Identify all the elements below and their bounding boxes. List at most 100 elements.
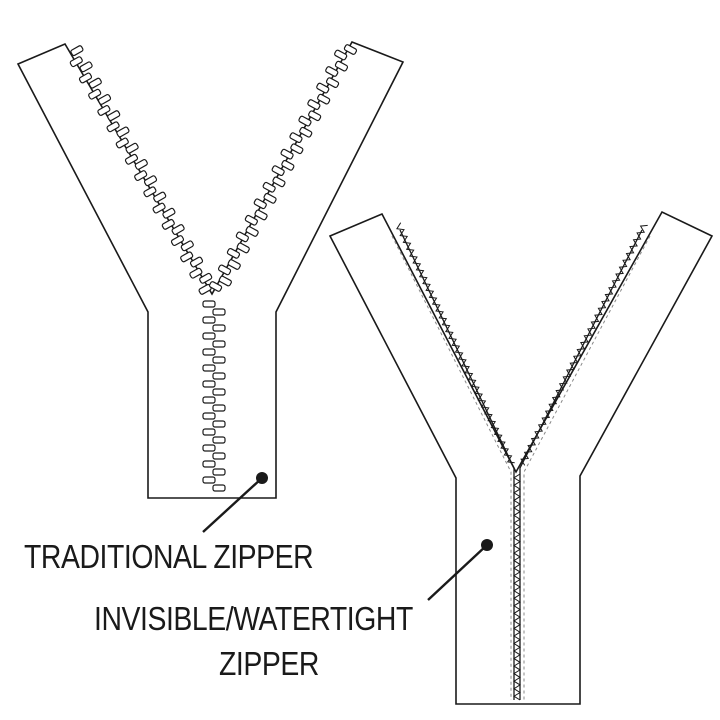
zipper-tooth (212, 404, 226, 412)
zipper-tooth (107, 110, 121, 122)
zipper-tooth (202, 316, 216, 324)
zipper-tooth (134, 170, 148, 182)
zipper-tooth (202, 476, 216, 484)
zipper-tooth (317, 93, 331, 105)
invisible-zipper-edge (399, 229, 643, 700)
zipper-tooth (236, 242, 250, 254)
pointer-invisible (427, 539, 493, 601)
zipper-tooth (212, 308, 226, 316)
zipper-tooth (202, 300, 216, 308)
zipper-tooth (88, 77, 102, 89)
zipper-tooth (212, 436, 226, 444)
zipper-tooth (334, 49, 348, 61)
zipper-tooth (208, 281, 223, 292)
label-invisible-zipper-line1: INVISIBLE/WATERTIGHT (94, 600, 413, 637)
invisible-zipper-stitching (391, 235, 651, 700)
zipper-tooth (253, 198, 267, 210)
zipper-tooth (217, 264, 232, 276)
zipper-coil (396, 222, 515, 464)
invisible-zipper-tape (328, 210, 714, 705)
zipper-tooth (170, 235, 185, 247)
zipper-tooth (263, 192, 277, 204)
zipper-tooth (212, 420, 226, 428)
zipper-tooth (202, 396, 216, 404)
zipper-tooth (227, 259, 241, 270)
invisible-zipper (328, 210, 714, 705)
zipper-tooth (202, 380, 216, 388)
zipper-tooth (316, 82, 330, 94)
zipper-tooth (189, 267, 203, 279)
zipper-tooth (254, 209, 268, 221)
zipper-tooth (212, 452, 226, 460)
zipper-tooth (212, 468, 226, 476)
zipper-tooth (70, 45, 84, 57)
zipper-tooth (202, 460, 216, 468)
zipper-tooth (307, 99, 321, 110)
zipper-tooth (272, 176, 286, 188)
zipper-tooth (152, 202, 166, 214)
zipper-tooth (212, 340, 226, 348)
pointer-dot-invisible (481, 539, 493, 551)
zipper-tooth (202, 364, 216, 372)
zipper-tooth (134, 158, 148, 170)
zipper-tooth (106, 121, 120, 133)
label-traditional-zipper: TRADITIONAL ZIPPER (24, 538, 314, 575)
zipper-tooth (202, 412, 216, 420)
zipper-tooth (125, 142, 139, 154)
zipper-tooth (79, 61, 93, 73)
zipper-tooth (299, 126, 313, 138)
zipper-tooth (180, 251, 194, 263)
zipper-tooth (298, 115, 312, 127)
zipper-tooth (244, 214, 258, 226)
zipper-tooth (202, 428, 216, 436)
zipper-tooth (281, 159, 295, 171)
zipper-tooth (271, 165, 285, 177)
zipper-tooth (280, 148, 294, 160)
zipper-tooth (212, 484, 226, 492)
zipper-tooth (97, 105, 111, 116)
zipper-tooth (245, 226, 259, 237)
zipper-tooth (180, 240, 194, 252)
zipper-tooth (97, 93, 112, 105)
zipper-tooth (212, 324, 226, 332)
invisible-zipper-coil (396, 222, 648, 701)
zipper-coil (520, 224, 648, 466)
zipper-tooth (325, 77, 340, 89)
zipper-tooth (308, 110, 322, 122)
zipper-tooth (262, 181, 276, 193)
zipper-tooth (325, 66, 339, 77)
zipper-tooth (199, 272, 213, 284)
zipper-tooth (115, 137, 129, 149)
zipper-tooth (88, 88, 102, 100)
zipper-tooth (202, 444, 216, 452)
zipper-tooth (116, 126, 130, 138)
zipper-tooth (202, 348, 216, 356)
zipper-tooth (212, 372, 226, 380)
traditional-zipper (16, 40, 405, 499)
traditional-zipper-teeth (69, 44, 358, 492)
zipper-tooth (212, 388, 226, 396)
zipper-tooth (289, 132, 303, 144)
zipper-tooth (153, 191, 167, 203)
zipper-tooth (161, 218, 175, 230)
zipper-tooth (212, 356, 226, 364)
pointer-traditional (202, 472, 268, 533)
zipper-tooth (171, 224, 185, 235)
zipper-tooth (343, 44, 358, 55)
zipper-tooth (124, 153, 139, 165)
pointer-dot-traditional (256, 472, 268, 484)
zipper-tooth (202, 332, 216, 340)
zipper-tooth (143, 186, 157, 198)
zipper-tooth (78, 72, 93, 84)
zipper-coil (513, 473, 521, 701)
label-invisible-zipper-line2: ZIPPER (219, 645, 319, 682)
zipper-tooth (235, 231, 249, 243)
zipper-tooth (226, 247, 241, 259)
zipper-tooth (290, 143, 304, 155)
zipper-tooth (334, 60, 349, 72)
zipper-tooth (143, 175, 158, 187)
zipper-tooth (218, 275, 232, 287)
zipper-tooth (69, 56, 83, 68)
zipper-tooth (162, 207, 176, 219)
